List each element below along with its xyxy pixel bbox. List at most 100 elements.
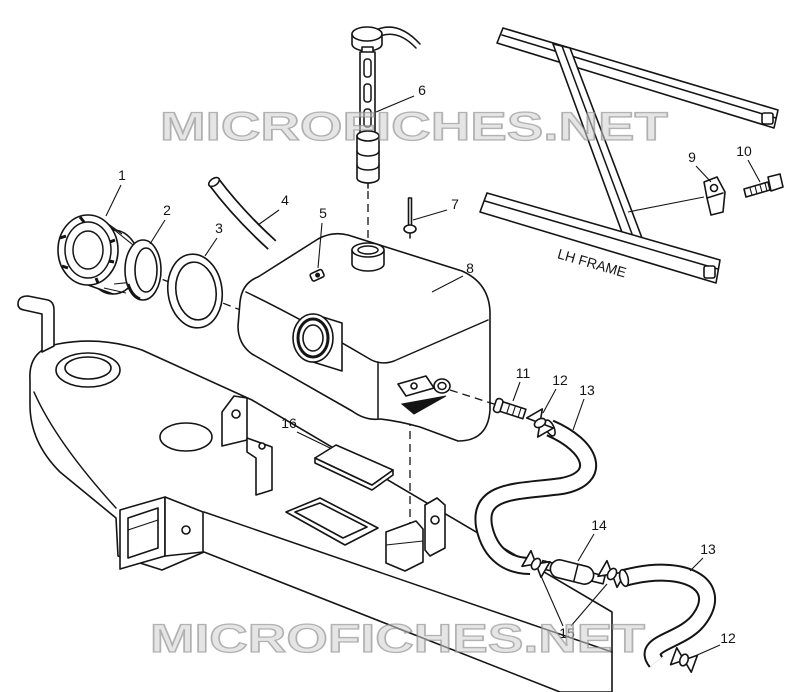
tank-sender-opening bbox=[351, 242, 385, 258]
frame-lower-rail-end bbox=[703, 265, 716, 279]
leader-line bbox=[317, 222, 323, 269]
gasket-inner bbox=[174, 261, 218, 321]
leader-line bbox=[296, 431, 331, 449]
leader-lines bbox=[105, 95, 761, 657]
vent-hose-end bbox=[207, 176, 221, 188]
callout-9: 9 bbox=[688, 149, 696, 165]
sender-slot bbox=[363, 108, 372, 128]
callout-13-lower: 13 bbox=[700, 541, 716, 557]
chassis-cutout-inner bbox=[294, 502, 368, 539]
filter-seam bbox=[572, 563, 579, 583]
leader-line bbox=[577, 533, 595, 562]
bolt-head bbox=[767, 173, 784, 192]
tank-mount-bracket-left bbox=[221, 395, 273, 496]
tank-shadow bbox=[400, 395, 447, 415]
tank-pad bbox=[314, 444, 394, 491]
callout-8: 8 bbox=[466, 260, 474, 276]
cap-adapter bbox=[124, 239, 162, 301]
frame-lower-rail bbox=[479, 192, 721, 284]
sender-wire-edge bbox=[377, 33, 417, 49]
leader-line bbox=[542, 388, 557, 414]
chassis-hole-small bbox=[159, 422, 213, 452]
hose-body bbox=[622, 565, 714, 667]
leader-line bbox=[695, 165, 712, 183]
chassis-frame bbox=[17, 295, 613, 692]
leader-line bbox=[694, 644, 721, 657]
callout-10: 10 bbox=[736, 143, 752, 159]
callout-7: 7 bbox=[451, 196, 459, 212]
leader-line bbox=[572, 398, 585, 431]
filter-body bbox=[549, 559, 595, 585]
tank-vent-fitting bbox=[309, 268, 325, 282]
vent-line-valve bbox=[403, 224, 417, 234]
leader-line bbox=[540, 575, 564, 627]
adapter-inner bbox=[134, 247, 158, 293]
callout-12-lower: 12 bbox=[720, 630, 736, 646]
cap-face-ring bbox=[64, 221, 112, 279]
vent-line-tube bbox=[407, 197, 413, 227]
callouts: 1 2 3 4 5 6 7 8 9 10 11 12 13 14 13 15 1… bbox=[118, 82, 752, 646]
watermark-bottom: MICROFICHES.NET bbox=[150, 617, 645, 661]
vent-line bbox=[403, 197, 417, 239]
tank-outlet-plate-hole bbox=[410, 382, 418, 390]
bracket-hole-2 bbox=[258, 442, 266, 450]
vent-hose-body bbox=[210, 179, 276, 249]
hitch-opening bbox=[127, 507, 159, 559]
hitch-inner-line bbox=[127, 519, 159, 531]
clamp-band bbox=[678, 653, 690, 667]
frame-clip-leader bbox=[627, 196, 705, 213]
hose-body bbox=[476, 421, 596, 573]
fuel-fitting bbox=[492, 397, 527, 420]
bracket-edge bbox=[385, 540, 424, 546]
clamp-band bbox=[533, 417, 547, 429]
fuel-tank bbox=[237, 232, 491, 442]
fuel-gauge-sender bbox=[351, 26, 421, 189]
frame-upper-rail-end bbox=[761, 112, 774, 125]
bolt-thread bbox=[749, 182, 768, 196]
outlet-centerline bbox=[449, 389, 498, 406]
leader-line bbox=[412, 209, 448, 221]
fuel-hose-lower bbox=[618, 563, 716, 668]
sender-float-top bbox=[356, 130, 380, 142]
fuel-filter bbox=[540, 559, 606, 585]
cap-face-center bbox=[72, 230, 104, 270]
bracket-hole bbox=[430, 515, 440, 525]
tank-crease bbox=[245, 291, 489, 364]
callout-1: 1 bbox=[118, 167, 126, 183]
sender-slot bbox=[363, 58, 372, 78]
leader-line bbox=[689, 557, 704, 572]
clamp-band bbox=[530, 557, 542, 571]
callout-14: 14 bbox=[591, 517, 607, 533]
frame-bolt bbox=[743, 173, 784, 198]
leader-line bbox=[105, 184, 122, 217]
callout-15: 15 bbox=[559, 625, 575, 641]
leader-line bbox=[431, 275, 464, 293]
hose-clamp-upper bbox=[525, 408, 555, 438]
lh-frame: LH FRAME bbox=[479, 27, 779, 284]
leader-line bbox=[149, 219, 166, 245]
callout-13-upper: 13 bbox=[579, 382, 595, 398]
clip-fold bbox=[706, 192, 724, 199]
chassis-front-edge-right bbox=[203, 511, 613, 653]
tank-filler-opening bbox=[302, 324, 324, 352]
bracket-plate bbox=[221, 395, 248, 447]
hose-end bbox=[618, 568, 630, 588]
sender-slot bbox=[363, 83, 372, 103]
frame-clip bbox=[703, 176, 726, 216]
callout-2: 2 bbox=[163, 202, 171, 218]
callout-5: 5 bbox=[319, 205, 327, 221]
frame-upper-rail-edge bbox=[501, 34, 777, 119]
hitch-receiver bbox=[119, 496, 204, 570]
tank-sender-opening-inner bbox=[357, 245, 379, 255]
clip-hole bbox=[709, 183, 719, 193]
leader-line bbox=[512, 381, 521, 402]
adapter-seal bbox=[126, 283, 141, 301]
hitch-pin-hole bbox=[181, 525, 191, 535]
chassis-front-edge bbox=[33, 391, 117, 509]
cap-face bbox=[57, 214, 119, 286]
leader-line bbox=[204, 237, 218, 257]
fuel-hose-upper bbox=[474, 419, 598, 575]
leader-line bbox=[375, 95, 415, 113]
chassis-hole-large-inner bbox=[64, 356, 112, 380]
hose-clamp-filter-inlet bbox=[521, 549, 551, 579]
